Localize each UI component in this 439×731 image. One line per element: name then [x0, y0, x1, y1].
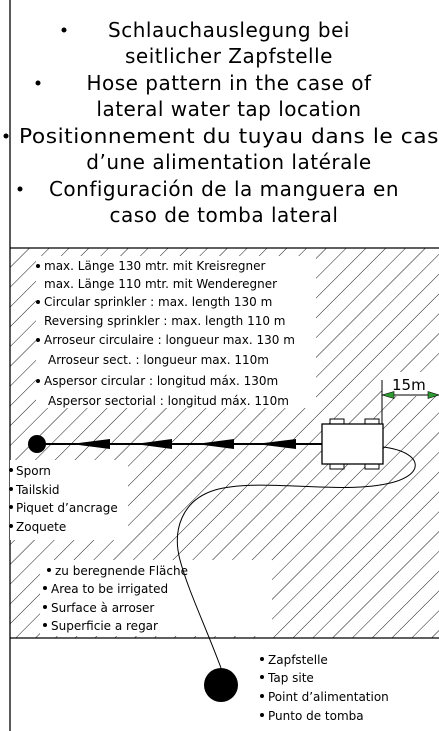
title-bullet-en	[35, 80, 41, 86]
tap-bullet-4	[260, 713, 264, 717]
label-backgrounds	[10, 256, 439, 636]
tap-bullet-1	[260, 657, 264, 661]
title-es-line2: caso de tomba lateral	[110, 203, 339, 227]
dimension-label: 15m	[392, 376, 426, 394]
area-bullet-2	[43, 586, 47, 590]
flow-arrow-3	[196, 439, 234, 449]
title-fr-line1: Positionnement du tuyau dans le cas	[19, 124, 439, 148]
title-bullet-fr	[3, 133, 9, 139]
anchor-bullet-1	[9, 468, 13, 472]
tap-label-fr: Point d’alimentation	[268, 690, 389, 704]
note-line-2: max. Länge 110 mtr. mit Wenderegner	[44, 277, 277, 291]
note-line-4: Reversing sprinkler : max. length 110 m	[44, 314, 285, 328]
title-en-line1: Hose pattern in the case of	[86, 71, 372, 95]
dimension-15m: 15m	[380, 376, 439, 428]
anchor-bullet-2	[9, 487, 13, 491]
max-length-notes: max. Länge 130 mtr. mit Kreisregner max.…	[36, 259, 295, 408]
note-line-1: max. Länge 130 mtr. mit Kreisregner	[44, 259, 266, 273]
supply-hose-curve	[176, 446, 416, 669]
tap-bullet-2	[260, 675, 264, 679]
note-line-7: Aspersor circular : longitud máx. 130m	[44, 374, 278, 388]
area-label-fr: Surface à arroser	[51, 601, 154, 615]
hose-reel-machine	[321, 418, 384, 470]
note-bullet-3	[36, 300, 40, 304]
anchor-bullet-3	[9, 505, 13, 509]
anchor-label-es: Zoquete	[16, 520, 66, 534]
title-en-line2: lateral water tap location	[96, 97, 361, 121]
title-es-line1: Configuración de la manguera en	[49, 177, 399, 201]
tap-label-en: Tap site	[267, 671, 314, 685]
anchor-label-en: Tailskid	[15, 483, 60, 497]
tap-label-de: Zapfstelle	[268, 653, 328, 667]
note-bullet-1	[36, 264, 40, 268]
area-label-es: Superficie a regar	[51, 619, 158, 633]
area-bullet-1	[47, 568, 51, 572]
note-bullet-7	[36, 379, 40, 383]
anchor-labels: Sporn Tailskid Piquet d’ancrage Zoquete	[9, 464, 118, 534]
note-bullet-5	[36, 338, 40, 342]
area-label-en: Area to be irrigated	[51, 582, 168, 596]
flow-arrows	[71, 439, 296, 449]
area-bullet-4	[43, 623, 47, 627]
title-de-line2: seitlicher Zapfstelle	[125, 44, 333, 68]
tap-label-es: Punto de tomba	[268, 709, 364, 723]
anchor-tailskid-dot	[28, 435, 46, 453]
note-line-8: Aspersor sectorial : longitud máx. 110m	[48, 394, 289, 408]
flow-arrow-1	[71, 439, 110, 449]
area-label-de: zu beregnende Fläche	[55, 564, 188, 578]
note-line-3: Circular sprinkler : max. length 130 m	[44, 295, 272, 309]
anchor-label-de: Sporn	[16, 464, 51, 478]
tap-labels: Zapfstelle Tap site Point d’alimentation…	[260, 653, 389, 723]
title-fr-line2: d’une alimentation latérale	[86, 150, 371, 174]
title-de-line1: Schlauchauslegung bei	[108, 18, 350, 42]
flow-arrow-4	[256, 439, 296, 449]
tap-bullet-3	[260, 694, 264, 698]
title-block: Schlauchauslegung bei seitlicher Zapfste…	[3, 18, 439, 227]
title-bullet-de	[61, 27, 67, 33]
dimension-arrow-right	[427, 391, 439, 399]
anchor-bullet-4	[9, 524, 13, 528]
dimension-arrow-left	[380, 391, 395, 399]
note-line-6: Arroseur sect. : longueur max. 110m	[48, 353, 269, 367]
area-bullet-3	[43, 605, 47, 609]
title-bullet-es	[17, 186, 23, 192]
anchor-label-fr: Piquet d’ancrage	[16, 501, 118, 515]
note-line-5: Arroseur circulaire : longueur max. 130 …	[44, 333, 295, 347]
flow-arrow-2	[135, 439, 172, 449]
area-labels: zu beregnende Fläche Area to be irrigate…	[43, 564, 188, 633]
tap-site-dot	[204, 668, 238, 702]
